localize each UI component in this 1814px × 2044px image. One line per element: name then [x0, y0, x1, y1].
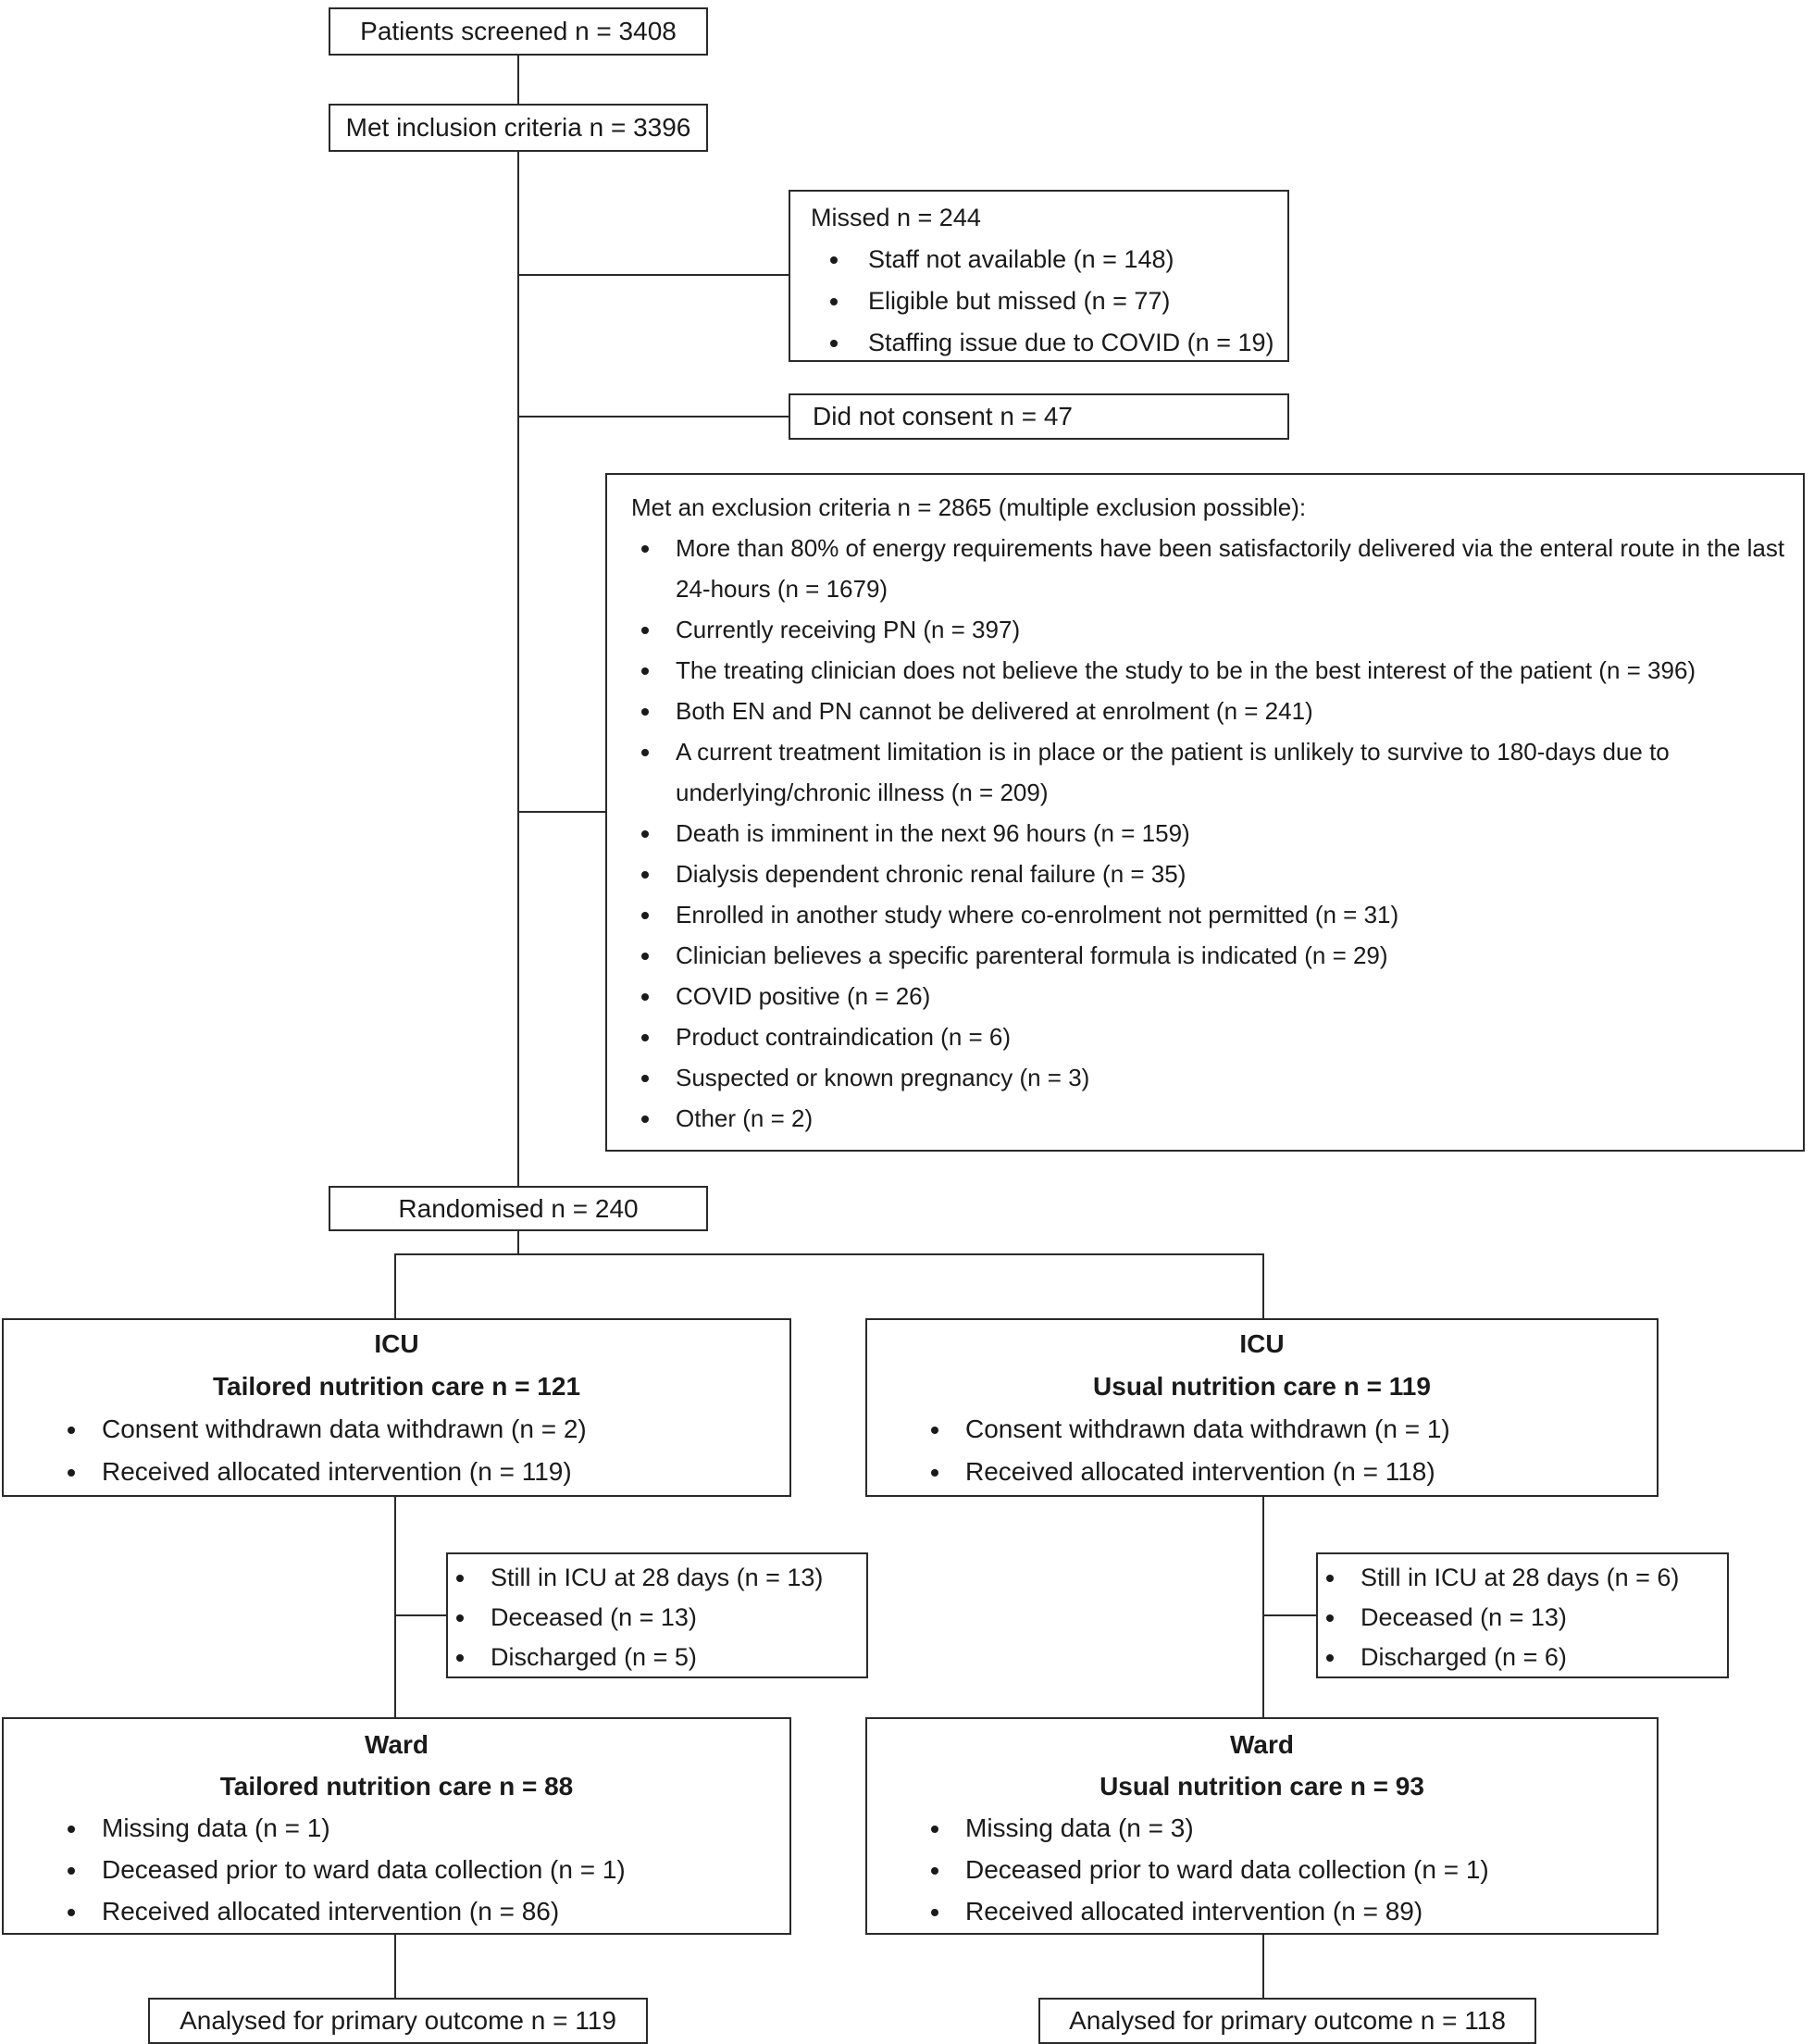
box-ward-tailored: Ward Tailored nutrition care n = 88 Miss…	[2, 1717, 791, 1935]
box-text: Did not consent n = 47	[813, 402, 1073, 430]
bullet-item: Eligible but missed (n = 77)	[851, 280, 1280, 322]
bullet-item: Discharged (n = 6)	[1348, 1638, 1727, 1677]
box-unit: Ward	[365, 1730, 429, 1759]
bullet-item: Enrolled in another study where co-enrol…	[663, 894, 1794, 935]
connector-line	[395, 1614, 446, 1616]
bullet-item: Deceased (n = 13)	[478, 1598, 866, 1638]
connector-line	[518, 811, 605, 813]
bullet-item: Death is imminent in the next 96 hours (…	[663, 813, 1794, 854]
connector-line	[394, 1935, 396, 1998]
bullet-item: Deceased (n = 13)	[1348, 1598, 1727, 1638]
bullet-item: Other (n = 2)	[663, 1098, 1794, 1139]
box-title: Missed n = 244	[811, 204, 981, 231]
bullet-item: Deceased prior to ward data collection (…	[952, 1849, 1657, 1890]
box-icu-exit-tailored: Still in ICU at 28 days (n = 13)Deceased…	[446, 1552, 868, 1678]
box-unit: Ward	[1230, 1730, 1294, 1759]
box-met-inclusion-criteria: Met inclusion criteria n = 3396	[329, 104, 708, 152]
connector-line	[394, 1253, 396, 1318]
box-title: Tailored nutrition care n = 121	[212, 1372, 581, 1401]
connector-line	[1262, 1253, 1264, 1318]
bullet-item: Still in ICU at 28 days (n = 6)	[1348, 1558, 1727, 1598]
bullet-item: Currently receiving PN (n = 397)	[663, 609, 1794, 650]
box-analysed-usual: Analysed for primary outcome n = 118	[1038, 1998, 1536, 2044]
bullet-item: Received allocated intervention (n = 86)	[89, 1890, 789, 1932]
connector-line	[517, 152, 519, 1186]
bullet-item: A current treatment limitation is in pla…	[663, 731, 1794, 813]
connector-line	[517, 56, 519, 104]
box-icu-usual: ICU Usual nutrition care n = 119 Consent…	[865, 1318, 1659, 1497]
box-ward-usual: Ward Usual nutrition care n = 93 Missing…	[865, 1717, 1659, 1935]
bullet-item: Received allocated intervention (n = 119…	[89, 1451, 789, 1493]
bullet-item: Consent withdrawn data withdrawn (n = 1)	[952, 1408, 1657, 1451]
box-unit: ICU	[1239, 1329, 1285, 1358]
bullet-list: Missing data (n = 1)Deceased prior to wa…	[4, 1807, 789, 1932]
bullet-item: Received allocated intervention (n = 118…	[952, 1451, 1657, 1493]
bullet-item: Both EN and PN cannot be delivered at en…	[663, 691, 1794, 731]
connector-line	[517, 1231, 519, 1254]
bullet-item: Still in ICU at 28 days (n = 13)	[478, 1558, 866, 1598]
bullet-item: Staffing issue due to COVID (n = 19)	[851, 322, 1280, 364]
connector-line	[1262, 1497, 1264, 1717]
bullet-item: Received allocated intervention (n = 89)	[952, 1890, 1657, 1932]
box-title: Met an exclusion criteria n = 2865 (mult…	[631, 493, 1307, 521]
bullet-item: Discharged (n = 5)	[478, 1638, 866, 1677]
connector-line	[518, 416, 789, 418]
bullet-item: Consent withdrawn data withdrawn (n = 2)	[89, 1408, 789, 1451]
box-exclusion-criteria: Met an exclusion criteria n = 2865 (mult…	[605, 473, 1805, 1152]
bullet-list: Missing data (n = 3)Deceased prior to wa…	[867, 1807, 1657, 1932]
box-icu-exit-usual: Still in ICU at 28 days (n = 6)Deceased …	[1316, 1552, 1729, 1678]
box-title: Tailored nutrition care n = 88	[219, 1772, 574, 1801]
bullet-item: Clinician believes a specific parenteral…	[663, 935, 1794, 976]
box-text: Randomised n = 240	[398, 1194, 639, 1223]
bullet-item: The treating clinician does not believe …	[663, 650, 1794, 691]
bullet-item: COVID positive (n = 26)	[663, 976, 1794, 1016]
box-missed: Missed n = 244 Staff not available (n = …	[789, 190, 1289, 362]
bullet-item: Staff not available (n = 148)	[851, 239, 1280, 280]
connector-line	[518, 274, 789, 276]
box-title: Usual nutrition care n = 93	[1100, 1772, 1424, 1801]
box-icu-tailored: ICU Tailored nutrition care n = 121 Cons…	[2, 1318, 791, 1497]
box-randomised: Randomised n = 240	[329, 1186, 708, 1231]
bullet-item: Missing data (n = 3)	[952, 1807, 1657, 1849]
box-unit: ICU	[374, 1329, 419, 1358]
bullet-item: Product contraindication (n = 6)	[663, 1016, 1794, 1057]
bullet-list: Still in ICU at 28 days (n = 6)Deceased …	[1318, 1558, 1727, 1677]
bullet-list: Staff not available (n = 148)Eligible bu…	[811, 239, 1280, 364]
bullet-item: Missing data (n = 1)	[89, 1807, 789, 1849]
box-analysed-tailored: Analysed for primary outcome n = 119	[148, 1998, 648, 2044]
box-text: Analysed for primary outcome n = 119	[180, 2006, 616, 2035]
bullet-list: Consent withdrawn data withdrawn (n = 1)…	[867, 1408, 1657, 1493]
bullet-list: More than 80% of energy requirements hav…	[631, 528, 1794, 1139]
bullet-item: Dialysis dependent chronic renal failure…	[663, 854, 1794, 894]
box-text: Met inclusion criteria n = 3396	[345, 113, 691, 142]
box-title: Usual nutrition care n = 119	[1093, 1372, 1431, 1401]
box-text: Patients screened n = 3408	[360, 17, 677, 45]
connector-line	[1262, 1935, 1264, 1998]
box-text: Analysed for primary outcome n = 118	[1069, 2006, 1506, 2035]
box-did-not-consent: Did not consent n = 47	[789, 393, 1289, 440]
connector-line	[1263, 1614, 1316, 1616]
bullet-list: Consent withdrawn data withdrawn (n = 2)…	[4, 1408, 789, 1493]
connector-line	[394, 1497, 396, 1717]
bullet-item: Suspected or known pregnancy (n = 3)	[663, 1057, 1794, 1098]
bullet-item: Deceased prior to ward data collection (…	[89, 1849, 789, 1890]
box-patients-screened: Patients screened n = 3408	[329, 7, 708, 56]
bullet-item: More than 80% of energy requirements hav…	[663, 528, 1794, 609]
connector-line	[394, 1253, 1264, 1255]
bullet-list: Still in ICU at 28 days (n = 13)Deceased…	[448, 1558, 866, 1677]
